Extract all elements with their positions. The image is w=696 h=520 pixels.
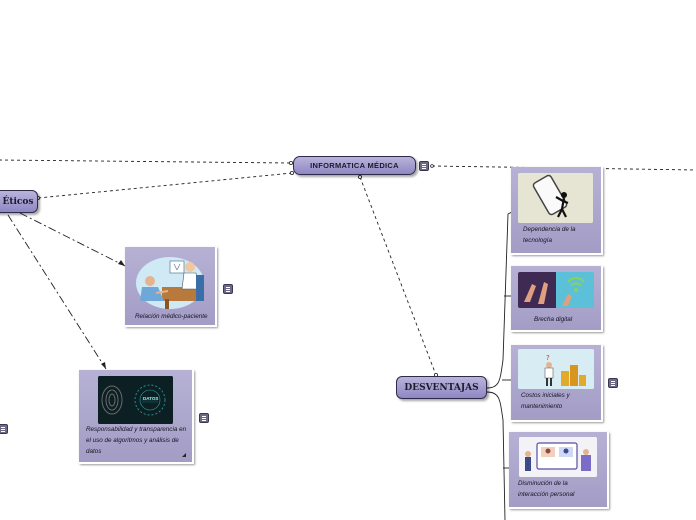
topic-costos-notes-icon[interactable] <box>608 378 618 388</box>
topic-responsabilidad[interactable]: DATOS Responsabilidad y transparencia en… <box>79 370 194 464</box>
connector-desventajas-bracket <box>486 211 513 389</box>
video-call-illustration <box>519 437 597 477</box>
data-fingerprint-illustration: DATOS <box>98 376 173 424</box>
topic-relacion-caption: Relación médico-paciente <box>135 313 208 320</box>
topic-dependencia[interactable]: Dependencia de la tecnología <box>511 167 603 255</box>
root-node-label: INFORMATICA MÉDICA <box>310 161 399 170</box>
svg-text:?: ? <box>546 354 550 362</box>
topic-dependencia-caption: Dependencia de la tecnología <box>523 226 576 244</box>
branch-eticos[interactable]: Éticos <box>0 190 38 213</box>
topic-brecha-caption: Brecha digital <box>534 316 573 323</box>
topic-costos-caption: Costos iniciales y mantenimiento <box>521 392 570 410</box>
branch-eticos-label: Éticos <box>2 196 34 207</box>
connector-root-left <box>0 159 291 164</box>
collapse-corner-icon[interactable] <box>182 453 186 457</box>
phone-dependency-illustration <box>518 173 593 223</box>
costs-illustration: ? <box>518 349 594 389</box>
connector-eticos-relacion <box>19 212 126 267</box>
branch-desventajas-label: DESVENTAJAS <box>404 382 479 393</box>
topic-relacion-notes-icon[interactable] <box>223 284 233 294</box>
connector-desventajas-bracket-down <box>486 391 506 520</box>
connector-root-eticos <box>37 172 293 199</box>
digital-divide-illustration <box>518 272 594 308</box>
root-notes-icon[interactable] <box>419 161 429 171</box>
topic-responsabilidad-notes-icon[interactable] <box>199 413 209 423</box>
doctor-patient-illustration <box>134 253 208 311</box>
topic-relacion-medico-paciente[interactable]: Relación médico-paciente <box>125 247 217 327</box>
connector-root-desventajas <box>359 176 437 376</box>
datos-image-text: DATOS <box>143 396 159 401</box>
branch-desventajas[interactable]: DESVENTAJAS <box>396 376 487 399</box>
topic-disminucion-caption: Disminución de la interacción personal <box>518 480 575 498</box>
topic-brecha-digital[interactable]: Brecha digital <box>511 266 603 332</box>
left-edge-notes-icon[interactable] <box>0 424 8 434</box>
connector-eticos-responsabilidad <box>7 214 107 370</box>
topic-disminucion[interactable]: Disminución de la interacción personal <box>509 432 609 509</box>
topic-responsabilidad-caption: Responsabilidad y transparencia en el us… <box>86 426 187 455</box>
root-node[interactable]: INFORMATICA MÉDICA <box>293 156 416 175</box>
topic-costos[interactable]: ? Costos iniciales y mantenimiento <box>511 345 603 422</box>
